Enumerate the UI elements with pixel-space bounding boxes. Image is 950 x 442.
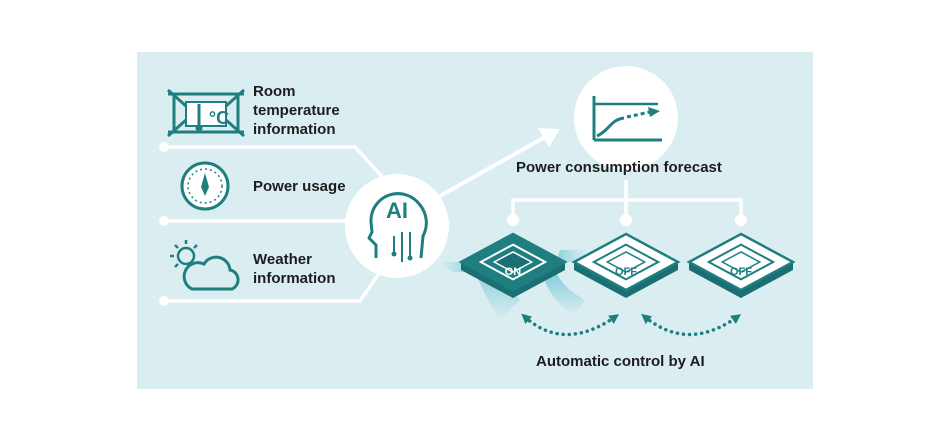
- forecast-node: [574, 66, 678, 170]
- ceiling-unit-on: [458, 232, 568, 298]
- ai-to-forecast-arrow: [438, 128, 560, 198]
- input-connection-lines: [159, 142, 387, 306]
- unit-state-label-2: OFF: [730, 266, 752, 278]
- unit-center-panel: [492, 251, 534, 273]
- ai-node: [345, 174, 449, 278]
- ai-label: AI: [386, 198, 408, 223]
- control-label: Automatic control by AI: [536, 353, 705, 370]
- weather-label-line-1: Weather: [253, 251, 312, 268]
- unit-vent: [478, 243, 548, 281]
- gauge-icon: [180, 161, 230, 211]
- thermometer-icon: [167, 88, 245, 138]
- unit-state-label-0: ON: [505, 266, 522, 278]
- unit-vent: [591, 243, 661, 281]
- forecast-label: Power consumption forecast: [516, 159, 722, 176]
- temperature-unit-symbol: °C: [209, 108, 229, 128]
- sun-cloud-icon: [170, 240, 240, 291]
- room-temperature-label-line-1: Room: [253, 83, 296, 100]
- ceiling-unit-off-1: [571, 232, 681, 298]
- weather-label-line-2: information: [253, 270, 336, 287]
- room-temperature-label: Room temperature information: [253, 82, 340, 139]
- room-temperature-label-line-2: temperature: [253, 102, 340, 119]
- unit-center-panel: [605, 251, 647, 273]
- unit-center-panel: [720, 251, 762, 273]
- forecast-branch-lines: [507, 180, 747, 226]
- unit-vent: [706, 243, 776, 281]
- unit-state-label-1: OFF: [615, 266, 637, 278]
- power-usage-label: Power usage: [253, 178, 346, 195]
- room-temperature-label-line-3: information: [253, 121, 336, 138]
- chart-icon: [592, 96, 662, 142]
- ai-head-icon: [367, 192, 428, 262]
- ceiling-unit-off-2: [686, 232, 796, 298]
- dotted-arrow-icon: [521, 313, 742, 337]
- weather-label: Weather information: [253, 250, 336, 288]
